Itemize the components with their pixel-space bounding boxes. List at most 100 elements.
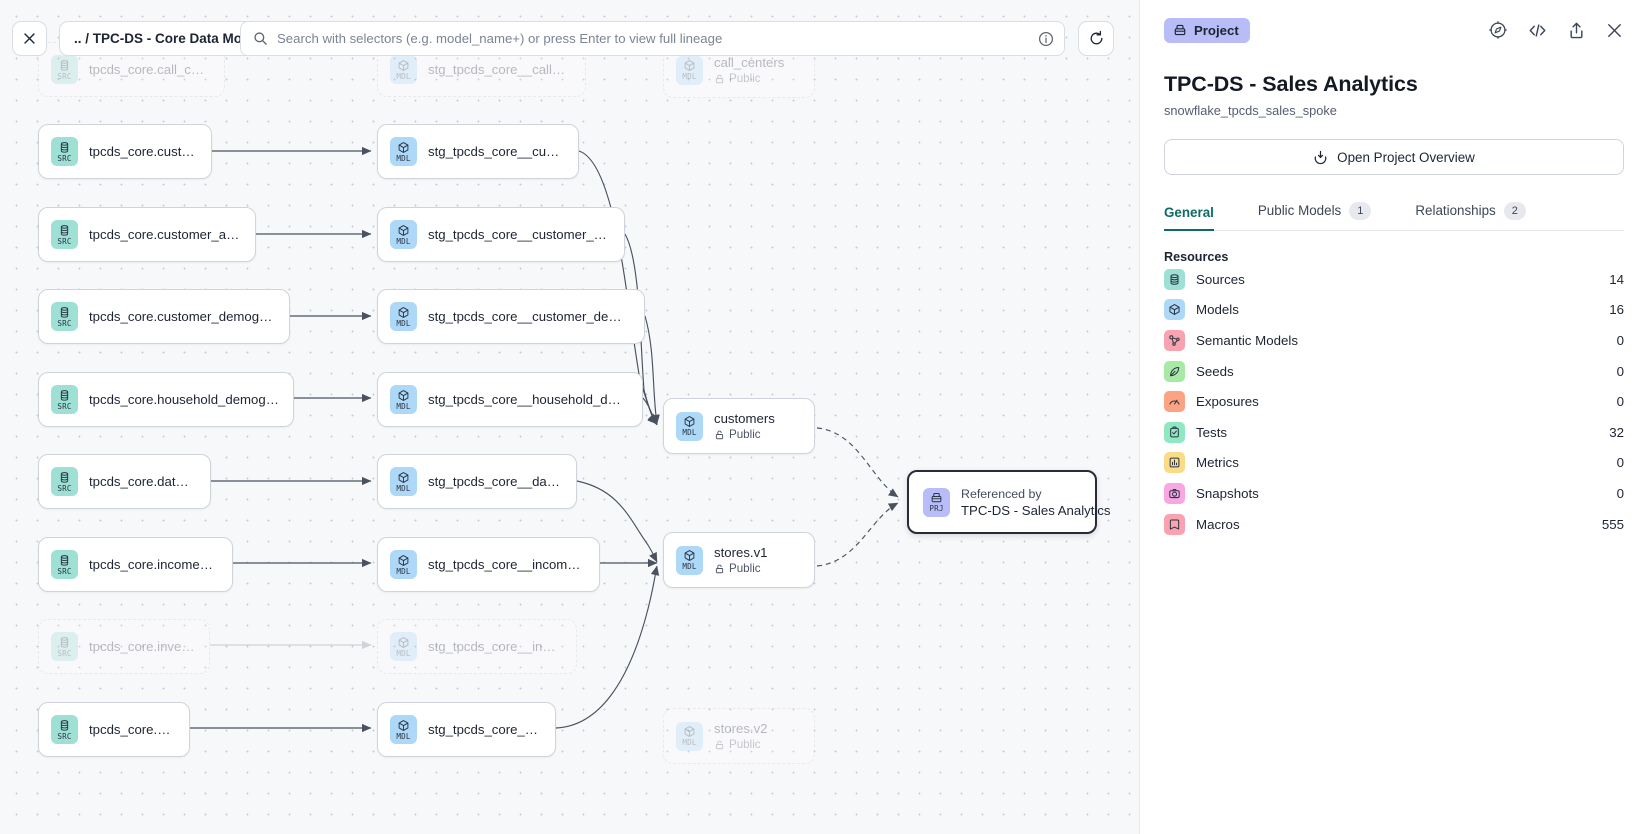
gauge-icon	[1169, 399, 1180, 405]
close-panel-icon[interactable]	[1605, 21, 1624, 40]
code-icon[interactable]	[1527, 20, 1548, 41]
camera-icon	[1169, 488, 1180, 499]
seed-icon	[1170, 366, 1180, 376]
node-name: stg_tpcds_core__customer	[428, 144, 564, 159]
lineage-node[interactable]: MDL stg_tpcds_core__household_demogr…	[377, 372, 643, 427]
lock-icon	[715, 430, 724, 440]
resource-label: Semantic Models	[1196, 332, 1298, 348]
lineage-canvas[interactable]: .. / TPC-DS - Core Data Models Search wi…	[0, 0, 1139, 834]
resource-count: 32	[1609, 424, 1624, 440]
share-icon[interactable]	[1567, 21, 1586, 40]
glyph	[398, 59, 409, 71]
glyph	[684, 550, 695, 562]
badge-type-label: MDL	[396, 731, 411, 741]
badge-type-label: MDL	[396, 401, 411, 411]
badge-type-label: MDL	[682, 72, 697, 82]
glyph	[60, 554, 69, 566]
resource-label: Metrics	[1196, 455, 1239, 471]
details-panel: Project	[1139, 0, 1648, 834]
gauge-icon	[1164, 391, 1185, 413]
macro-icon	[1169, 518, 1180, 530]
glyph	[398, 719, 409, 731]
resource-label: Macros	[1196, 516, 1240, 532]
refresh-icon	[1090, 30, 1102, 45]
cube-icon	[397, 306, 410, 319]
database-icon	[1170, 273, 1179, 285]
tab-general[interactable]: General	[1164, 205, 1214, 231]
info-icon[interactable]	[1038, 31, 1054, 47]
glyph	[398, 471, 409, 483]
explore-icon[interactable]	[1488, 20, 1508, 40]
canvas-toolbar: .. / TPC-DS - Core Data Models Search wi…	[0, 0, 1139, 76]
glyph	[60, 59, 69, 71]
macro-icon	[1164, 513, 1185, 535]
bar-chart-icon	[1164, 452, 1185, 474]
database-icon	[58, 141, 71, 154]
cube-icon	[683, 415, 696, 428]
lineage-node[interactable]: MDLstg_tpcds_core__customer_demogra…	[377, 289, 645, 344]
search-input[interactable]: Search with selectors (e.g. model_name+)…	[240, 21, 1065, 56]
download-target-icon	[1314, 150, 1327, 164]
lock-icon	[715, 564, 724, 574]
resource-label: Sources	[1196, 271, 1245, 287]
resource-row-semantic-models[interactable]: Semantic Models 0	[1164, 325, 1624, 356]
project-icon	[1174, 24, 1186, 36]
bar-chart-icon	[1169, 457, 1180, 468]
badge-type-label: SRC	[57, 648, 72, 658]
cube-icon	[683, 725, 696, 738]
open-project-overview-button[interactable]: Open Project Overview	[1164, 139, 1624, 175]
mdl-badge: MDL	[676, 411, 703, 441]
node-name: stg_tpcds_core__household_demogr…	[428, 392, 628, 407]
mdl-badge: MDL	[390, 467, 417, 496]
refresh-button[interactable]	[1078, 21, 1114, 56]
node-name: stores.v1	[714, 545, 768, 560]
node-access-label: Public	[714, 738, 768, 751]
tab-count-badge: 1	[1349, 201, 1372, 220]
src-badge: SRC	[51, 550, 78, 579]
search-icon	[254, 32, 267, 45]
glyph	[684, 416, 695, 428]
cube-icon	[397, 719, 410, 732]
src-badge: SRC	[51, 55, 78, 84]
panel-header: Project	[1164, 0, 1624, 56]
database-icon	[58, 554, 71, 567]
cube-icon	[683, 549, 696, 562]
database-icon	[58, 224, 71, 237]
glyph	[398, 141, 409, 153]
resource-label: Seeds	[1196, 363, 1234, 379]
node-name: tpcds_core.household_demographics	[89, 392, 279, 407]
node-name: stores.v2	[714, 721, 768, 736]
seed-icon	[1164, 360, 1185, 382]
close-lineage-button[interactable]	[12, 21, 47, 56]
resource-count: 0	[1616, 332, 1624, 348]
